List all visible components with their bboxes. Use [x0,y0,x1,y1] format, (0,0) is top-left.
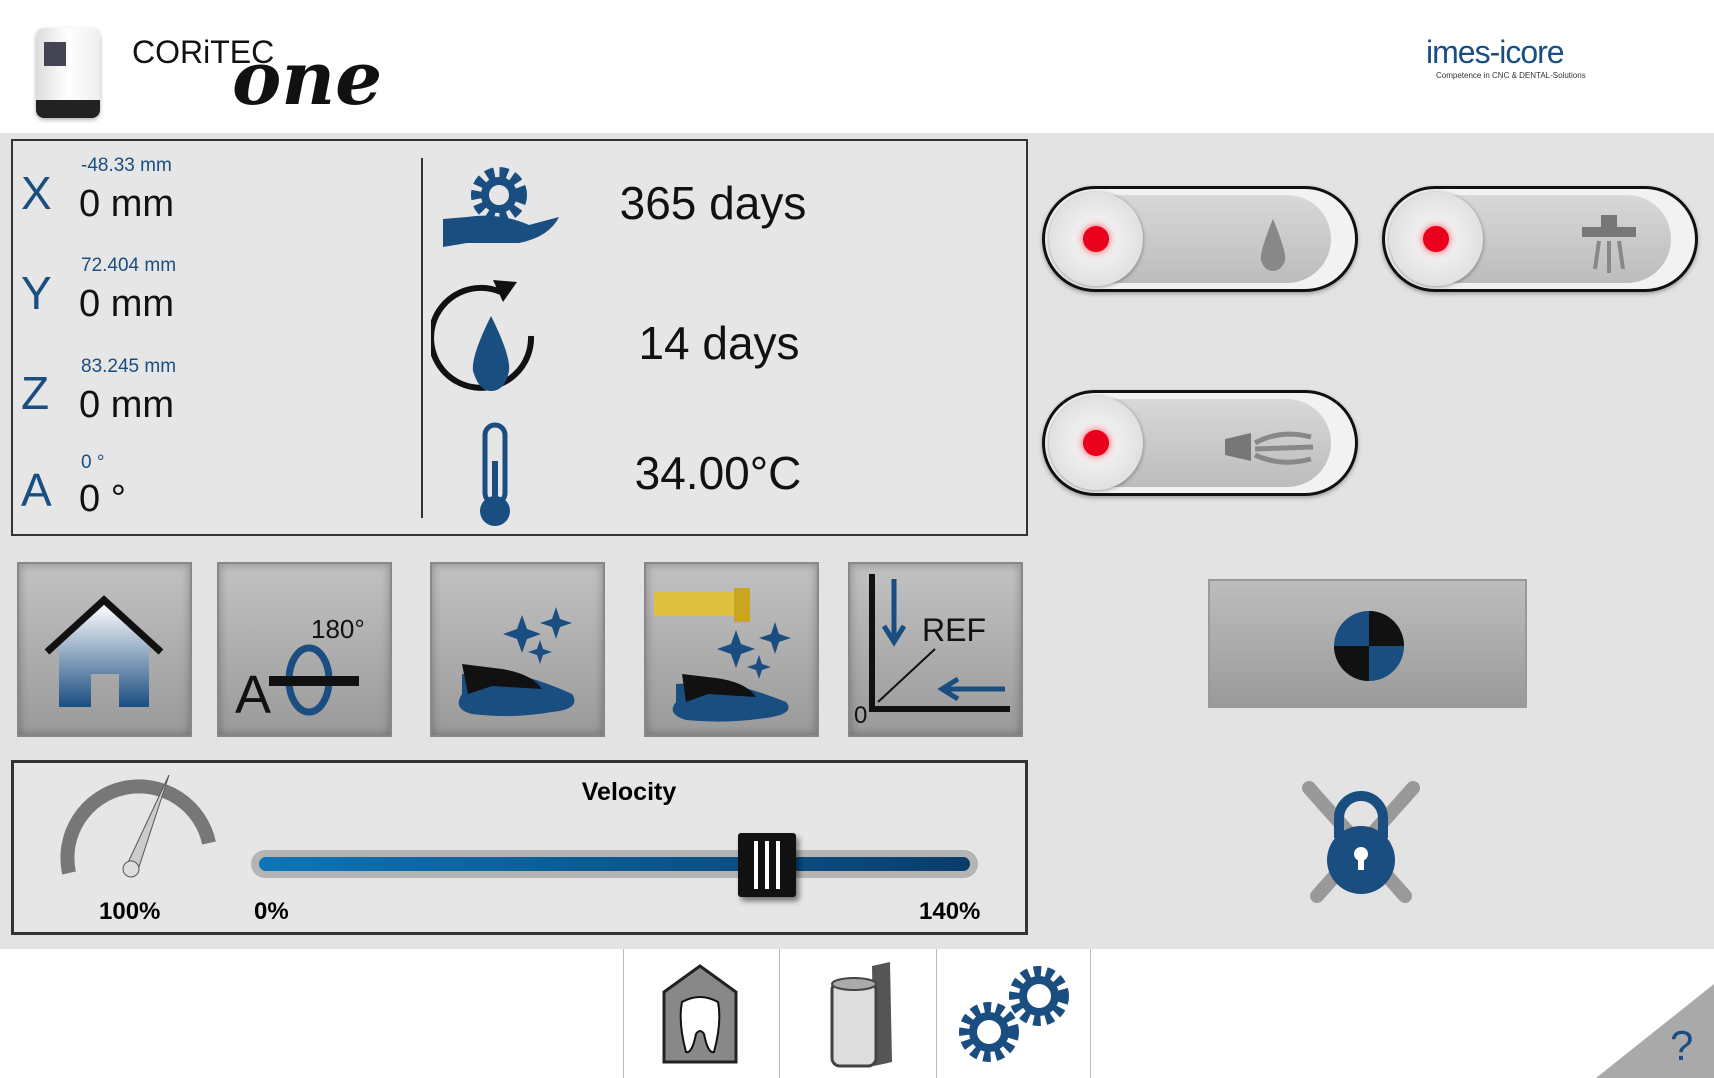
velocity-min: 0% [254,898,289,925]
brand-name: CORiTEC [132,34,275,70]
axis-z-label: Z [21,367,50,419]
thermometer-icon [480,422,510,526]
reference-icon [869,574,1010,712]
service-lock-icon[interactable] [1295,778,1427,906]
header: CORiTEC one imes-icore Competence in CNC… [0,0,1714,133]
axis-x-machine: -48.33 mm [81,155,172,176]
air-blow-toggle[interactable] [1382,186,1698,292]
divider [1090,949,1091,1078]
air-nozzle-icon [1582,215,1636,273]
blower-status-indicator [1083,430,1109,456]
brand-suffix: one [232,36,383,122]
axis-a-value: 0 ° [79,478,126,520]
velocity-current: 100% [99,898,161,925]
clean-spindle-icon [654,588,791,722]
ref-label: REF [922,612,986,648]
maintenance-days: 365 days [619,177,807,229]
help-corner[interactable] [1596,984,1714,1078]
axis-y-value: 0 mm [79,283,174,325]
speedometer-icon [60,774,216,878]
velocity-slider-track[interactable] [251,850,978,878]
rotate-axis-label: A [235,665,272,725]
axis-y-machine: 72.404 mm [81,255,177,276]
reference-button[interactable]: REF 0 [848,562,1023,737]
dental-jobs-button[interactable] [660,962,740,1066]
water-change-days: 14 days [638,317,800,369]
home-icon [44,595,164,707]
air-blow-status-indicator [1423,226,1449,252]
clean-button[interactable] [430,562,605,737]
coolant-toggle[interactable] [1042,186,1358,292]
velocity-max: 140% [919,898,981,925]
coolant-drop-icon [1260,219,1286,271]
coolant-status-indicator [1083,226,1109,252]
temperature-value: 34.00°C [634,447,802,499]
rotate-angle-label: 180° [311,614,365,644]
velocity-slider-thumb[interactable] [737,833,796,897]
axis-x-label: X [21,167,52,219]
help-button[interactable]: ? [1670,1022,1694,1069]
divider [936,949,937,1078]
vendor-logo: imes-icore Competence in CNC & DENTAL-So… [1426,34,1586,80]
machine-image [36,28,100,118]
rotate-a-axis-button[interactable]: 180° A [217,562,392,737]
settings-gears-button[interactable] [955,962,1075,1066]
clean-spindle-button[interactable] [644,562,819,737]
calibration-button[interactable] [1208,579,1527,708]
position-panel: X -48.33 mm 0 mm Y 72.404 mm 0 mm Z 83.2… [11,139,1028,536]
maintenance-icon [443,167,559,247]
axis-a-machine: 0 ° [81,452,105,473]
axis-x-value: 0 mm [79,183,174,225]
blower-icon [1225,431,1314,465]
velocity-title: Velocity [581,778,677,806]
axis-a-label: A [21,464,52,516]
clean-hand-icon [458,607,575,717]
home-button[interactable] [17,562,192,737]
axis-z-machine: 83.245 mm [81,356,177,377]
blower-toggle[interactable] [1042,390,1358,496]
tool-magazine-button[interactable] [826,962,902,1068]
ref-zero-label: 0 [854,702,868,729]
divider [421,158,423,518]
target-icon [1334,611,1404,681]
divider [623,949,624,1078]
velocity-panel: 100% Velocity 0% 140% [11,760,1028,935]
axis-y-label: Y [21,267,52,319]
rotate-icon [269,644,359,716]
axis-z-value: 0 mm [79,384,174,426]
divider [779,949,780,1078]
water-change-icon [431,280,535,391]
